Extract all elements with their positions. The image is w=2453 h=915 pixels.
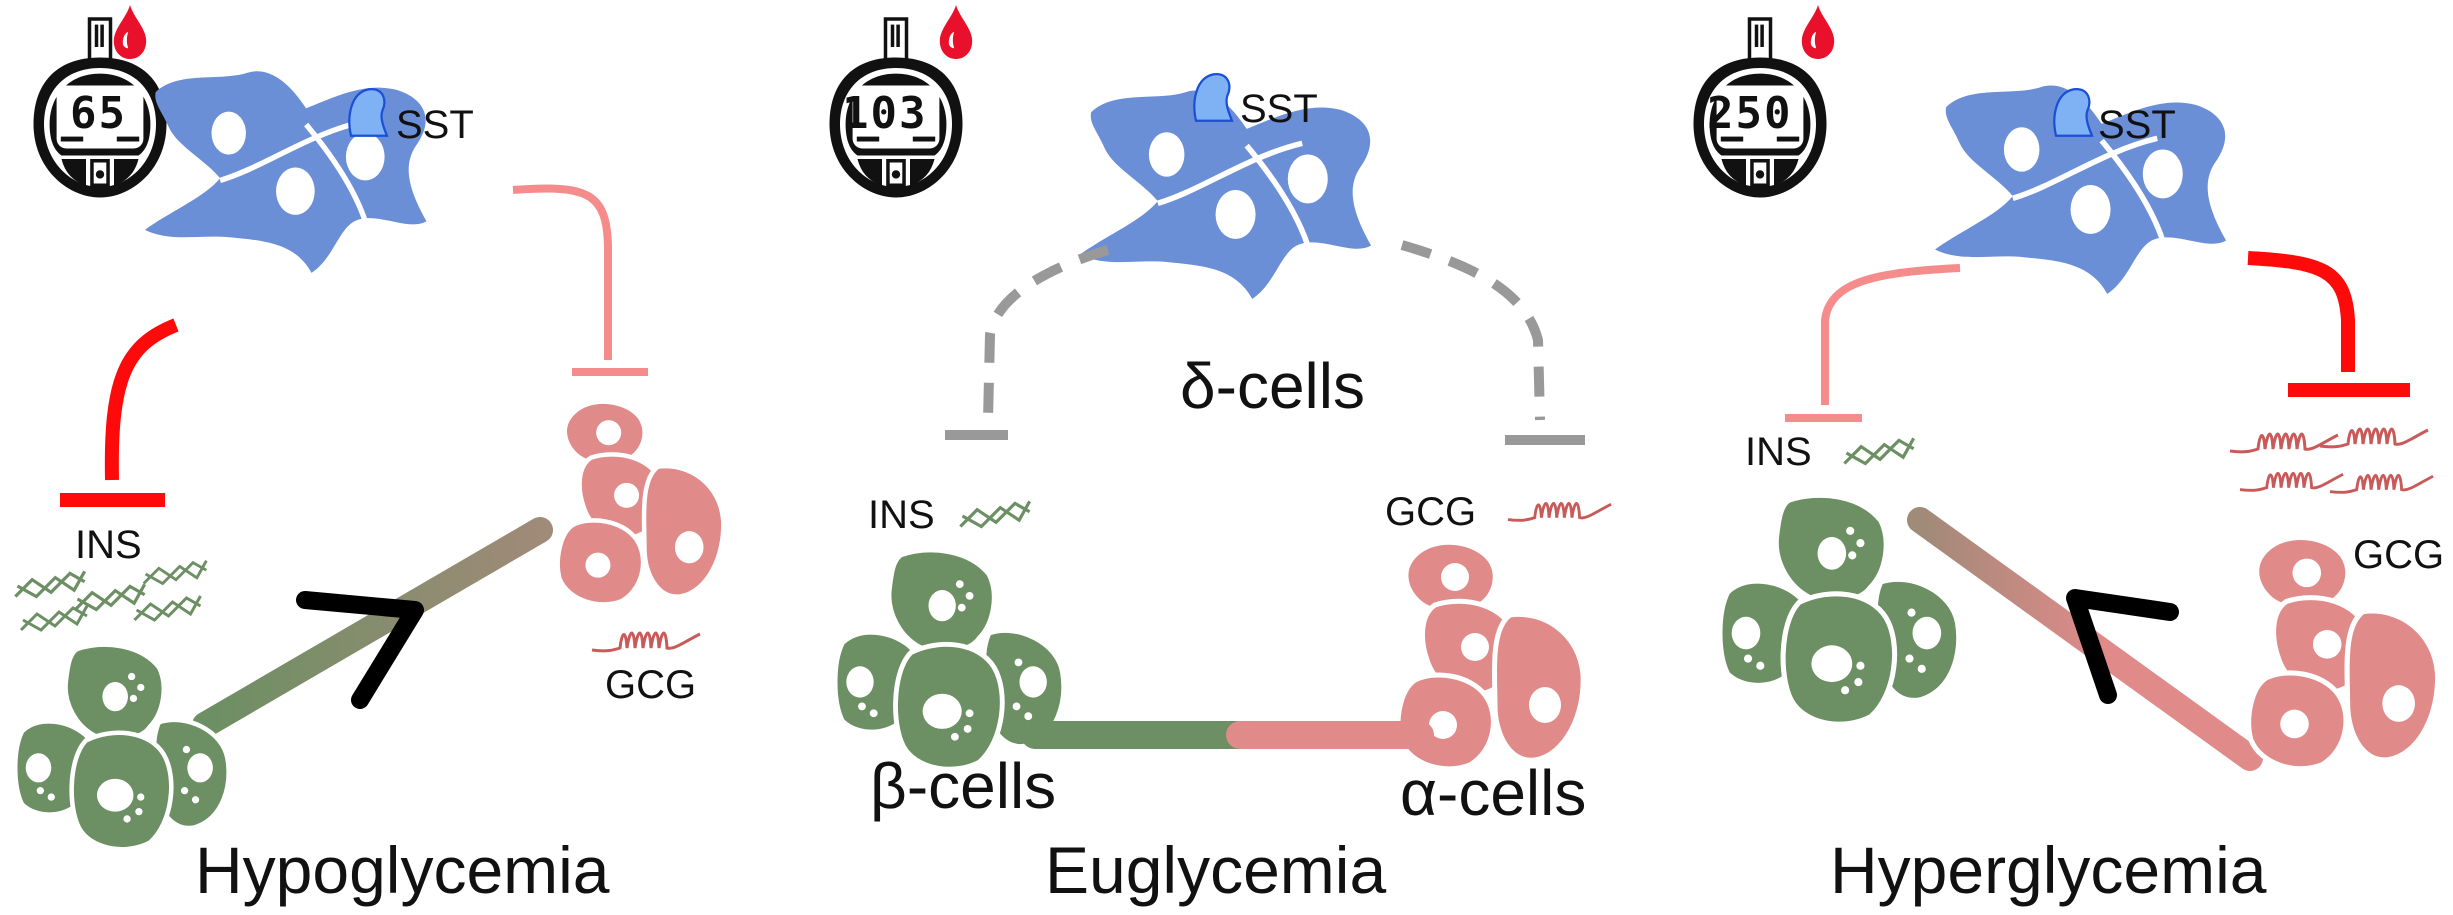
gcg-label: GCG — [2353, 533, 2444, 577]
sst-inhibition-beta — [104, 318, 179, 481]
glucagon-helix-icon — [1506, 501, 1613, 522]
delta-cells-label: δ-cells — [1180, 350, 1365, 422]
beta-alpha-link — [192, 517, 553, 738]
gcg-label: GCG — [605, 663, 696, 707]
insulin-fibril-icon — [19, 604, 89, 632]
gcg-label: GCG — [1385, 490, 1476, 534]
glucagon-helix-icon — [2328, 473, 2435, 494]
sst-inhibition-beta — [983, 245, 1110, 421]
glucagon-helix-icon — [2318, 427, 2430, 449]
sst-label: SST — [396, 103, 474, 147]
glucagon-helix-icon — [590, 631, 702, 653]
panel-title: Hyperglycemia — [1830, 833, 2267, 907]
meter-reading: 250 — [1707, 88, 1792, 139]
sst-granule-icon — [1193, 72, 1234, 122]
alpha-cell-cluster — [558, 402, 724, 605]
sst-inhibition-alpha — [2247, 251, 2355, 372]
sst-label: SST — [1240, 87, 1318, 131]
panel-euglycemia: 103 SST δ-cells INS GCG β-cells α-cells … — [827, 5, 1613, 907]
meter-reading: 103 — [842, 88, 927, 139]
sst-inhibition-alpha — [512, 184, 612, 360]
direction-chevron — [296, 591, 424, 709]
alpha-cells-label: α-cells — [1400, 757, 1586, 829]
insulin-fibril-icon — [1842, 436, 1916, 466]
panel-hypoglycemia: 65 SST INS GCG Hypoglycemia — [15, 5, 723, 907]
sst-inhibition-beta — [1821, 264, 1961, 405]
blood-drop-icon — [113, 5, 147, 59]
glucagon-helix-icon — [2238, 471, 2345, 492]
glucagon-helix-icon — [2228, 432, 2340, 454]
panel-title: Hypoglycemia — [195, 833, 610, 907]
beta-cells-label: β-cells — [870, 750, 1056, 822]
meter-reading: 65 — [70, 88, 127, 139]
beta-cell-cluster — [15, 645, 228, 850]
insulin-fibril-icon — [142, 559, 208, 585]
panel-hyperglycemia: 250 SST INS GCG Hyperglycemia — [1691, 5, 2444, 907]
sst-label: SST — [2098, 103, 2176, 147]
insulin-fibril-icon — [132, 594, 203, 622]
ins-label: INS — [868, 493, 935, 537]
insulin-fibril-icon — [13, 569, 87, 599]
sst-inhibition-alpha — [1400, 240, 1545, 421]
insulin-fibril-icon — [958, 499, 1032, 529]
panel-title: Euglycemia — [1045, 833, 1386, 907]
blood-drop-icon — [939, 5, 973, 59]
ins-label: INS — [75, 523, 142, 567]
ins-label: INS — [1745, 430, 1812, 474]
blood-drop-icon — [1801, 5, 1835, 59]
direction-chevron — [2066, 589, 2179, 704]
